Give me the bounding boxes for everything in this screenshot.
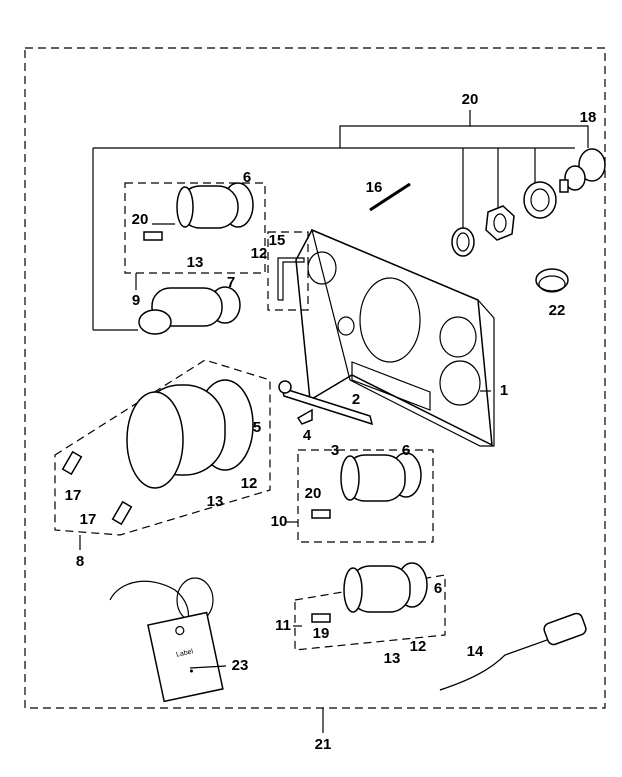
callout-13: 13 (207, 493, 224, 510)
callout-23: 23 (232, 657, 249, 674)
callout-5: 5 (253, 419, 261, 436)
callout-17: 17 (80, 511, 97, 528)
callout-6: 6 (402, 442, 410, 459)
callout-20: 20 (132, 211, 149, 228)
callout-13: 13 (187, 254, 204, 271)
callout-17: 17 (65, 487, 82, 504)
key-switch (559, 148, 606, 193)
callout-4: 4 (303, 427, 312, 444)
callout-8: 8 (76, 553, 84, 570)
kit-boundary (24, 47, 606, 709)
callout-6: 6 (434, 580, 442, 597)
callout-7: 7 (227, 274, 235, 291)
callout-labels: 20 18 6 16 20 15 12 13 9 7 22 5 2 1 4 3 … (65, 91, 597, 753)
gauge-small-bottom (343, 562, 428, 613)
screw (369, 182, 411, 212)
tachometer-gauge (126, 379, 254, 489)
ignition-switch (138, 286, 241, 335)
callout-1: 1 (500, 382, 508, 399)
gauge-small-top (176, 182, 254, 229)
callout-12: 12 (241, 475, 258, 492)
harness-lines (92, 110, 589, 331)
callout-22: 22 (549, 302, 566, 319)
bracket (277, 257, 305, 301)
callout-20: 20 (462, 91, 479, 108)
callout-13: 13 (384, 650, 401, 667)
callout-18: 18 (580, 109, 597, 126)
gauge-small-middle (340, 452, 422, 502)
bulb-holder (143, 231, 163, 241)
callout-15: 15 (269, 232, 286, 249)
bezel-rings (451, 181, 557, 257)
callout-12: 12 (410, 638, 427, 655)
tag-label-text: Label (176, 648, 195, 659)
callout-10: 10 (271, 513, 288, 530)
leader-lines (79, 223, 491, 627)
callout-20: 20 (305, 485, 322, 502)
callout-16: 16 (366, 179, 383, 196)
callout-2: 2 (352, 391, 360, 408)
callout-12: 12 (251, 245, 268, 262)
callout-9: 9 (132, 292, 140, 309)
dash-panel (295, 228, 495, 447)
callout-3: 3 (331, 442, 339, 459)
callout-14: 14 (467, 643, 484, 660)
callout-19: 19 (313, 625, 330, 642)
label-tag: Label (147, 611, 224, 703)
callout-6: 6 (243, 169, 251, 186)
callout-11: 11 (275, 617, 291, 634)
hose-clamp (535, 268, 569, 293)
callout-21: 21 (315, 736, 332, 753)
